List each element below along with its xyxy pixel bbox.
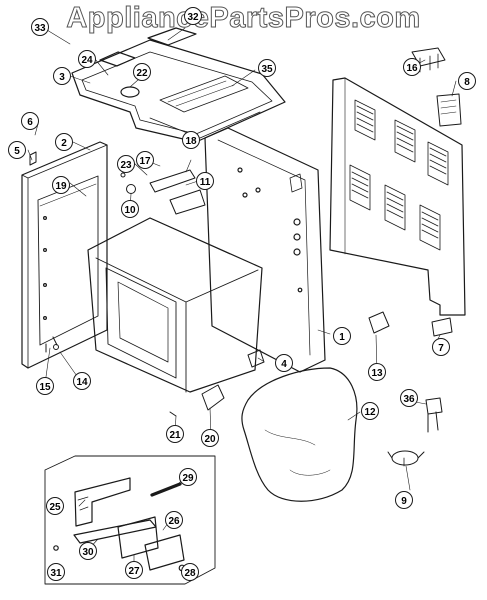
svg-text:11: 11 xyxy=(200,177,211,188)
watermark-logo: AppliancePartsPros.com xyxy=(66,2,421,35)
svg-text:35: 35 xyxy=(261,64,273,75)
svg-text:28: 28 xyxy=(184,568,196,579)
svg-text:20: 20 xyxy=(204,434,216,445)
callout-13: 13 xyxy=(368,363,386,381)
callout-11: 11 xyxy=(196,172,214,190)
callout-19: 19 xyxy=(52,176,70,194)
svg-text:24: 24 xyxy=(81,55,93,66)
callout-20: 20 xyxy=(201,429,219,447)
svg-text:13: 13 xyxy=(371,368,383,379)
callout-31: 31 xyxy=(47,563,65,581)
callout-35: 35 xyxy=(258,59,276,77)
callout-24: 24 xyxy=(78,50,96,68)
callout-4: 4 xyxy=(275,354,293,372)
svg-text:18: 18 xyxy=(185,136,197,147)
insulation-blanket-drawing xyxy=(241,367,358,502)
svg-text:17: 17 xyxy=(139,156,151,167)
callout-25: 25 xyxy=(46,497,64,515)
svg-text:21: 21 xyxy=(169,430,181,441)
callout-22: 22 xyxy=(133,63,151,81)
svg-text:32: 32 xyxy=(187,12,199,23)
svg-text:26: 26 xyxy=(168,516,180,527)
svg-text:29: 29 xyxy=(182,473,194,484)
small-parts-drawing xyxy=(29,47,462,467)
callout-32: 32 xyxy=(184,7,202,25)
svg-text:4: 4 xyxy=(281,359,287,370)
callout-36: 36 xyxy=(400,389,418,407)
callout-16: 16 xyxy=(403,58,421,76)
svg-text:3: 3 xyxy=(59,72,65,83)
cabinet-side-panel-right-drawing xyxy=(204,127,326,373)
svg-text:27: 27 xyxy=(128,566,140,577)
svg-text:14: 14 xyxy=(76,377,88,388)
callout-3: 3 xyxy=(53,67,71,85)
svg-text:12: 12 xyxy=(364,407,376,418)
svg-text:31: 31 xyxy=(50,568,62,579)
callout-1: 1 xyxy=(333,327,351,345)
svg-text:33: 33 xyxy=(34,23,46,34)
callout-18: 18 xyxy=(182,131,200,149)
callout-10: 10 xyxy=(121,200,139,218)
svg-text:36: 36 xyxy=(403,394,415,405)
svg-text:1: 1 xyxy=(339,332,345,343)
callout-14: 14 xyxy=(73,372,91,390)
back-panel-drawing xyxy=(329,77,466,316)
callout-23: 23 xyxy=(117,155,135,173)
svg-text:7: 7 xyxy=(438,343,444,354)
callout-27: 27 xyxy=(125,561,143,579)
svg-text:10: 10 xyxy=(124,205,136,216)
svg-text:15: 15 xyxy=(39,382,51,393)
svg-text:16: 16 xyxy=(406,63,418,74)
svg-text:19: 19 xyxy=(55,181,67,192)
svg-text:22: 22 xyxy=(136,68,148,79)
callout-9: 9 xyxy=(395,491,413,509)
callout-26: 26 xyxy=(165,511,183,529)
svg-text:8: 8 xyxy=(464,77,470,88)
callout-33: 33 xyxy=(31,18,49,36)
svg-text:9: 9 xyxy=(401,496,407,507)
callout-5: 5 xyxy=(8,141,26,159)
svg-text:30: 30 xyxy=(82,547,94,558)
callout-6: 6 xyxy=(21,112,39,130)
callout-28: 28 xyxy=(181,563,199,581)
callout-21: 21 xyxy=(166,425,184,443)
callout-12: 12 xyxy=(361,402,379,420)
oven-cavity-drawing xyxy=(87,217,263,393)
hinge-assembly-drawing xyxy=(44,455,216,585)
svg-text:25: 25 xyxy=(49,502,61,513)
callout-15: 15 xyxy=(36,377,54,395)
svg-text:23: 23 xyxy=(120,160,132,171)
callout-30: 30 xyxy=(79,542,97,560)
cabinet-side-panel-drawing xyxy=(21,141,108,369)
callout-2: 2 xyxy=(55,133,73,151)
callout-8: 8 xyxy=(458,72,476,90)
callout-29: 29 xyxy=(179,468,197,486)
svg-text:5: 5 xyxy=(14,146,20,157)
svg-text:6: 6 xyxy=(27,117,33,128)
callout-17: 17 xyxy=(136,151,154,169)
svg-text:2: 2 xyxy=(61,138,67,149)
callout-7: 7 xyxy=(432,338,450,356)
